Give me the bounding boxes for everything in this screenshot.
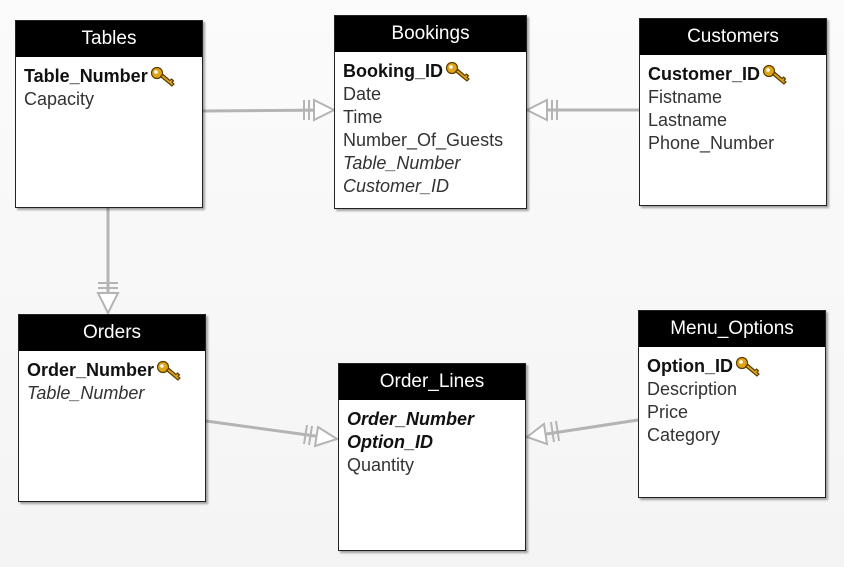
field-name: Customer_ID bbox=[343, 176, 450, 196]
field-row: Option_ID bbox=[647, 355, 825, 378]
field-name: Quantity bbox=[347, 455, 415, 475]
field-name: Table_Number bbox=[343, 153, 461, 173]
field-name: Order_Number bbox=[27, 360, 155, 380]
primary-key-icon bbox=[156, 360, 182, 382]
field-row: Fistname bbox=[648, 86, 826, 109]
field-row: Customer_ID bbox=[343, 175, 526, 198]
field-name: Phone_Number bbox=[648, 133, 775, 153]
field-name: Fistname bbox=[648, 87, 723, 107]
field-name: Description bbox=[647, 379, 738, 399]
connector-orders-orderlines bbox=[205, 419, 340, 448]
connector-tables-bookings bbox=[202, 98, 337, 122]
field-row: Booking_ID bbox=[343, 60, 526, 83]
field-row: Capacity bbox=[24, 88, 202, 111]
connector-menuoptions-orderlines bbox=[524, 418, 639, 446]
field-name: Order_Number bbox=[347, 409, 475, 429]
entity-title: Customers bbox=[640, 19, 826, 55]
field-name: Table_Number bbox=[27, 383, 145, 403]
field-row: Time bbox=[343, 106, 526, 129]
field-row: Price bbox=[647, 401, 825, 424]
field-name: Option_ID bbox=[647, 356, 733, 376]
field-name: Price bbox=[647, 402, 689, 422]
field-name: Customer_ID bbox=[648, 64, 761, 84]
field-row: Quantity bbox=[347, 454, 525, 477]
connector-customers-bookings bbox=[524, 98, 639, 122]
field-row: Table_Number bbox=[27, 382, 205, 405]
field-row: Order_Number bbox=[27, 359, 205, 382]
entity-title: Menu_Options bbox=[639, 311, 825, 347]
field-name: Time bbox=[343, 107, 383, 127]
field-row: Customer_ID bbox=[648, 63, 826, 86]
field-row: Table_Number bbox=[343, 152, 526, 175]
primary-key-icon bbox=[762, 64, 788, 86]
field-row: Date bbox=[343, 83, 526, 106]
field-row: Table_Number bbox=[24, 65, 202, 88]
primary-key-icon bbox=[445, 61, 471, 83]
field-row: Lastname bbox=[648, 109, 826, 132]
field-name: Booking_ID bbox=[343, 61, 444, 81]
field-row: Description bbox=[647, 378, 825, 401]
field-row: Category bbox=[647, 424, 825, 447]
primary-key-icon bbox=[735, 356, 761, 378]
field-row: Order_Number bbox=[347, 408, 525, 431]
field-row: Phone_Number bbox=[648, 132, 826, 155]
primary-key-icon bbox=[150, 66, 176, 88]
entity-title: Bookings bbox=[335, 16, 526, 52]
field-name: Table_Number bbox=[24, 66, 148, 86]
connector-tables-orders bbox=[96, 208, 120, 316]
field-name: Number_Of_Guests bbox=[343, 130, 504, 150]
field-name: Option_ID bbox=[347, 432, 433, 452]
entity-title: Tables bbox=[16, 21, 202, 57]
field-name: Category bbox=[647, 425, 721, 445]
field-name: Lastname bbox=[648, 110, 728, 130]
entity-title: Order_Lines bbox=[339, 364, 525, 400]
field-row: Number_Of_Guests bbox=[343, 129, 526, 152]
field-row: Option_ID bbox=[347, 431, 525, 454]
field-name: Capacity bbox=[24, 89, 95, 109]
field-name: Date bbox=[343, 84, 382, 104]
entity-title: Orders bbox=[19, 315, 205, 351]
